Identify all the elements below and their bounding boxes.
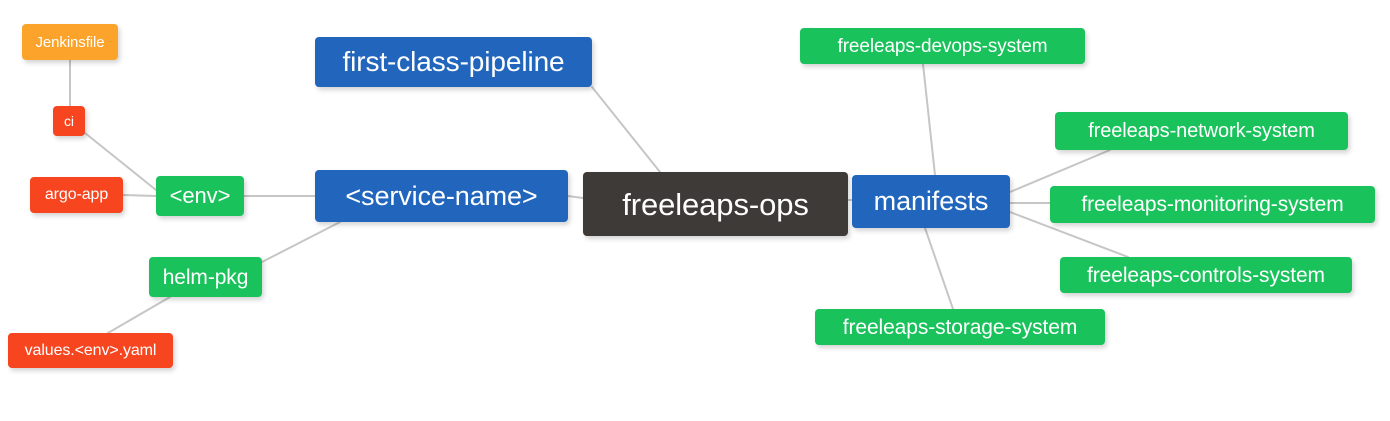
node-helm-pkg[interactable]: helm-pkg xyxy=(149,257,262,297)
node-values-yaml[interactable]: values.<env>.yaml xyxy=(8,333,173,368)
node-devops-system[interactable]: freeleaps-devops-system xyxy=(800,28,1085,64)
node-service-name[interactable]: <service-name> xyxy=(315,170,568,222)
edge-first-class-pipeline-to-freeleaps-ops xyxy=(591,86,661,173)
node-storage-system[interactable]: freeleaps-storage-system xyxy=(815,309,1105,345)
node-controls-system[interactable]: freeleaps-controls-system xyxy=(1060,257,1352,293)
node-freeleaps-ops[interactable]: freeleaps-ops xyxy=(583,172,848,236)
node-manifests[interactable]: manifests xyxy=(852,175,1010,228)
edge-manifests-to-devops-system xyxy=(922,63,936,176)
node-argo-app[interactable]: argo-app xyxy=(30,177,123,213)
edge-service-name-to-freeleaps-ops xyxy=(567,195,584,199)
edge-manifests-to-storage-system xyxy=(924,227,954,310)
node-ci[interactable]: ci xyxy=(53,106,85,136)
node-monitoring-system[interactable]: freeleaps-monitoring-system xyxy=(1050,186,1375,223)
edge-service-name-to-helm-pkg xyxy=(261,221,341,263)
node-first-class-pipeline[interactable]: first-class-pipeline xyxy=(315,37,592,87)
node-jenkinsfile[interactable]: Jenkinsfile xyxy=(22,24,118,60)
edge-argo-app-to-env xyxy=(122,194,157,197)
edge-helm-pkg-to-values-yaml xyxy=(107,296,171,334)
node-network-system[interactable]: freeleaps-network-system xyxy=(1055,112,1348,150)
node-env[interactable]: <env> xyxy=(156,176,244,216)
